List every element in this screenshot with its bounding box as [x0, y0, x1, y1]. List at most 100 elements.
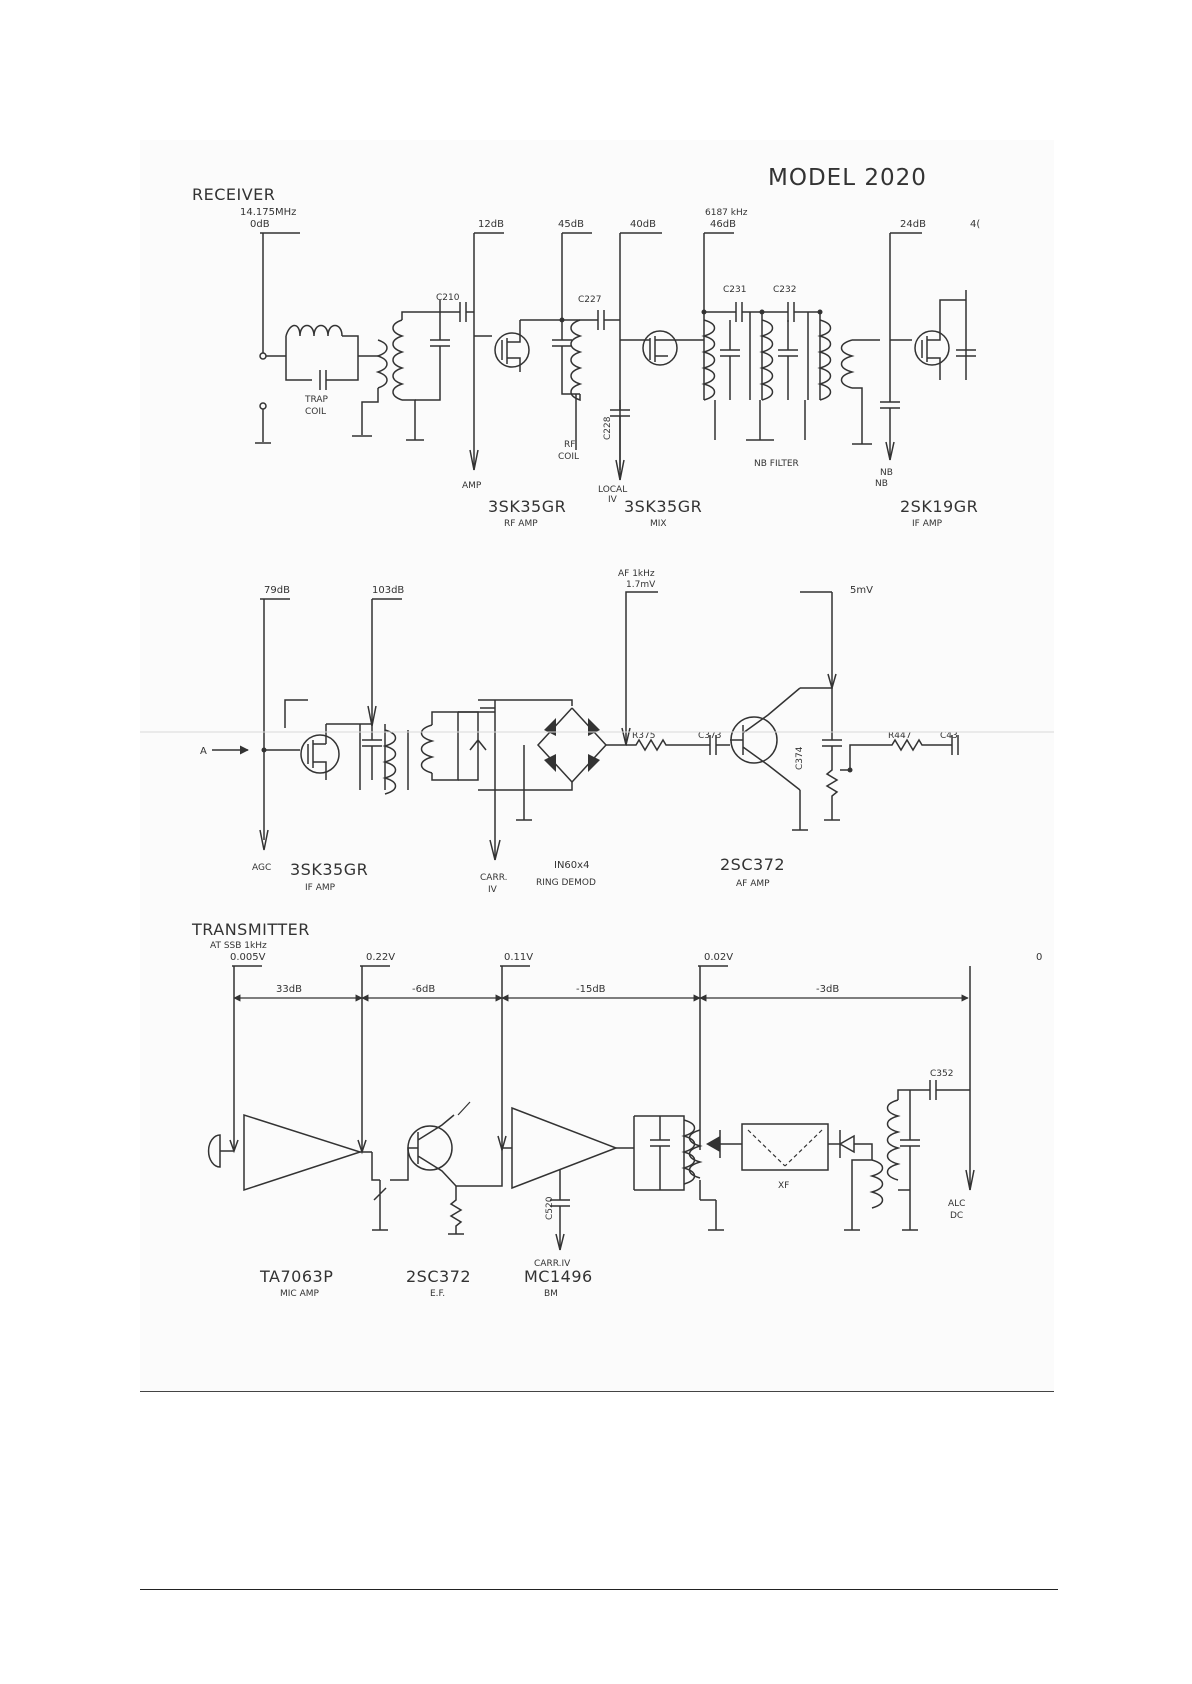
c227-label: C227 — [578, 295, 601, 305]
af-amp-stage: R375 C373 C374 R447 C43 — [626, 591, 959, 831]
rx-input-freq: 14.175MHz — [240, 207, 296, 218]
ef-stage — [390, 1101, 503, 1235]
transmitter-title: TRANSMITTER — [191, 920, 310, 939]
stage-rf-part: 3SK35GR — [488, 497, 566, 516]
trap-label: TRAP — [304, 395, 329, 405]
level-af-1khz: AF 1kHz — [618, 569, 655, 579]
alc-label: ALC — [948, 1199, 965, 1209]
tx-gain-dimensions: 33dB -6dB -15dB -3dB — [232, 965, 971, 1190]
nb-amp-label: NB — [875, 479, 888, 489]
bm-triangle — [511, 1106, 619, 1190]
rx-level-flags-row2: 79dB 103dB AF 1kHz 1.7mV 5mV — [264, 569, 873, 596]
level-1-7mv: 1.7mV — [626, 580, 656, 590]
agc-label-1: AMP — [462, 481, 482, 491]
mixer-stage: C228 LOCAL IV — [598, 232, 688, 505]
level-24db: 24dB — [900, 219, 926, 230]
crystal-filter-stage: XF C352 ALC DC — [706, 1069, 975, 1231]
level-79db: 79dB — [264, 585, 290, 596]
tx-stage-names: TA7063P MIC AMP 2SC372 E.F. MC1496 BM — [259, 1267, 593, 1299]
level-0-11v: 0.11V — [504, 952, 533, 963]
rf-label: RF — [564, 440, 575, 450]
stage-afamp-part: 2SC372 — [720, 855, 785, 874]
agc-label-2: AGC — [252, 863, 271, 873]
rx-level-flags-row1: 12dB 45dB 40dB 6187 kHz 46dB 24dB 4( — [478, 208, 980, 230]
stage-demod-function: RING DEMOD — [536, 878, 596, 888]
c43-label: C43 — [940, 731, 958, 741]
rx-stage-names-row2: 3SK35GR IF AMP IN60x4 RING DEMOD 2SC372 … — [290, 855, 785, 893]
level-0-22v: 0.22V — [366, 952, 395, 963]
level-partial: 4( — [970, 219, 980, 230]
ring-demod-stage: CARR. IV — [420, 591, 658, 895]
level-45db: 45dB — [558, 219, 584, 230]
local-label: LOCAL — [598, 485, 627, 495]
a-input-label: A — [200, 746, 207, 757]
gain-33db: 33dB — [276, 984, 302, 995]
nb-label: NB — [880, 468, 893, 478]
carr-iv-label: IV — [488, 885, 498, 895]
level-6187khz: 6187 kHz — [705, 208, 748, 218]
trap-coil-label: COIL — [305, 407, 326, 417]
rf-amp-stage: C210 AMP RF COIL C227 — [436, 232, 620, 491]
nb-filter-label: NB FILTER — [754, 459, 799, 469]
tx-header: TRANSMITTER AT SSB 1kHz 0.005V 0.22V 0.1… — [191, 920, 1042, 963]
if-amp-3sk35-fet-symbol — [300, 734, 340, 774]
level-103db: 103dB — [372, 585, 404, 596]
stage-micamp-function: MIC AMP — [280, 1289, 319, 1299]
gain-minus-15db: -15dB — [576, 984, 606, 995]
schematic-scan: MODEL 2020 RECEIVER 14.175MHz 0dB 12dB 4… — [140, 140, 1054, 1392]
gain-minus-3db: -3dB — [816, 984, 839, 995]
microphone-icon — [207, 1134, 221, 1168]
if-amp-3sk35gr-stage: A AGC — [200, 598, 409, 873]
schematic-drawing: MODEL 2020 RECEIVER 14.175MHz 0dB 12dB 4… — [140, 165, 1054, 1299]
receiver-title: RECEIVER — [192, 185, 275, 204]
footer-rule — [140, 1589, 1058, 1590]
c232-label: C232 — [773, 285, 796, 295]
rx-stage-names-row1: 3SK35GR RF AMP 3SK35GR MIX 2SK19GR IF AM… — [488, 497, 978, 529]
carr-label: CARR. — [480, 873, 508, 883]
mic-amp-triangle — [243, 1113, 363, 1192]
stage-micamp-part: TA7063P — [259, 1267, 333, 1286]
level-46db: 46dB — [710, 219, 736, 230]
level-partial-tx: 0 — [1036, 952, 1042, 963]
c228-label: C228 — [603, 416, 613, 440]
r447-label: R447 — [888, 731, 911, 741]
tx-input-condition: AT SSB 1kHz — [210, 941, 267, 951]
balanced-modulator-stage: C520 CARR.IV — [497, 1106, 724, 1269]
stage-ifamp-2sk19-part: 2SK19GR — [900, 497, 978, 516]
rx-input-level: 0dB — [250, 219, 270, 230]
stage-bm-function: BM — [544, 1289, 558, 1299]
stage-ifamp-3sk35-function: IF AMP — [305, 883, 336, 893]
stage-ef-function: E.F. — [430, 1289, 445, 1299]
c352-label: C352 — [930, 1069, 953, 1079]
stage-bm-part: MC1496 — [524, 1267, 593, 1286]
stage-afamp-function: AF AMP — [736, 879, 770, 889]
c231-label: C231 — [723, 285, 746, 295]
c210-label: C210 — [436, 293, 460, 303]
level-40db: 40dB — [630, 219, 656, 230]
stage-ef-part: 2SC372 — [406, 1267, 471, 1286]
diode-ring-bridge — [536, 707, 608, 784]
level-12db: 12dB — [478, 219, 504, 230]
rf-amp-fet-symbol — [494, 332, 530, 368]
if-amp-2sk19gr-stage: NB NB — [840, 232, 976, 489]
rx-input-network: TRAP COIL — [255, 232, 450, 444]
carr-iv-tx-label: CARR.IV — [534, 1259, 571, 1269]
stage-ifamp-2sk19-function: IF AMP — [912, 519, 943, 529]
stage-mix-part: 3SK35GR — [624, 497, 702, 516]
stage-mix-function: MIX — [650, 519, 667, 529]
stage-demod-part: IN60x4 — [554, 860, 589, 871]
rf-coil-label: COIL — [558, 452, 579, 462]
gain-minus-6db: -6dB — [412, 984, 435, 995]
mic-amp-stage — [207, 1113, 388, 1231]
level-5mv: 5mV — [850, 585, 873, 596]
dc-label: DC — [950, 1211, 963, 1221]
mixer-fet-symbol — [642, 330, 678, 366]
xf-label: XF — [778, 1181, 789, 1191]
local-iv-label: IV — [608, 495, 618, 505]
c374-label: C374 — [795, 746, 805, 770]
nb-filter: C231 C232 NB FILTER — [688, 232, 832, 469]
if-amp-fet-symbol — [914, 330, 950, 366]
c520-label: C520 — [545, 1196, 555, 1220]
r375-label: R375 — [632, 731, 655, 741]
model-title: MODEL 2020 — [768, 165, 927, 191]
